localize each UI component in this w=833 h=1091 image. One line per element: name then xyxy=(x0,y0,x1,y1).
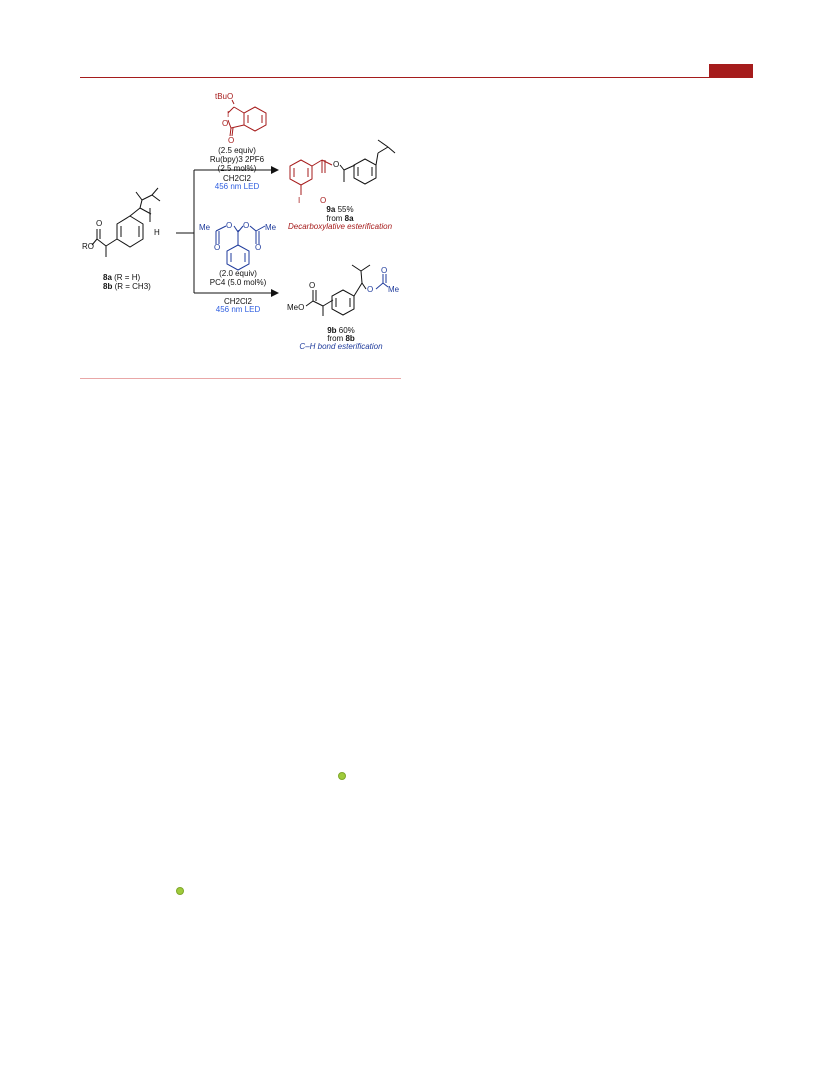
ring-oxygen-label: O xyxy=(222,119,229,128)
reference-bullet-icon[interactable] xyxy=(176,887,184,895)
product-9b-from-compound: 8b xyxy=(345,334,355,343)
product-9b-yield: 9b 60% xyxy=(327,326,355,336)
top-reagent-structure xyxy=(227,99,267,137)
top-solvent: CH2Cl2 xyxy=(222,174,252,183)
carbonyl-oxygen-label: O xyxy=(228,136,235,145)
compound-8b-label: 8b (R = CH3) xyxy=(103,282,151,292)
product-9b-acetyl-oxygen-label: O xyxy=(381,266,388,275)
acetate-me-left-label: Me xyxy=(199,223,211,232)
product-9b-me-label: Me xyxy=(388,285,400,294)
bottom-iodine-label: I xyxy=(237,229,240,238)
acetate-oxygen-right-label: O xyxy=(243,221,250,230)
sm-carbonyl-oxygen-label: O xyxy=(96,219,103,228)
product-9a-from: from xyxy=(326,214,343,223)
bottom-reagent-equiv: (2.0 equiv) xyxy=(219,269,257,278)
bottom-light-source: 456 nm LED xyxy=(215,305,261,314)
product-9b-ester-oxygen-label: O xyxy=(367,285,374,294)
figure-bottom-rule xyxy=(80,378,401,379)
product-9a-carbonyl-oxygen-label: O xyxy=(320,196,327,205)
iodine-label: I xyxy=(227,110,230,119)
product-9a-from-compound: 8a xyxy=(344,214,354,223)
product-9b-carbonyl-oxygen-label: O xyxy=(309,281,316,290)
product-9b-structure xyxy=(305,264,389,316)
top-reagent-equiv: (2.5 equiv) xyxy=(218,146,256,155)
page-corner-tab xyxy=(709,64,753,78)
compound-8a-r: (R = H) xyxy=(114,273,141,282)
bottom-solvent: CH2Cl2 xyxy=(223,297,253,306)
product-9b-source: from 8b xyxy=(327,334,355,344)
reference-bullet-icon[interactable] xyxy=(338,772,346,780)
product-9a-iodine-label: I xyxy=(298,196,301,205)
product-9b-id: 9b xyxy=(327,326,337,335)
acetate-me-right-label: Me xyxy=(265,223,277,232)
compound-8b-r: (R = CH3) xyxy=(114,282,151,291)
product-9a-yield: 9a 55% xyxy=(326,205,353,215)
product-9a-ester-oxygen-label: O xyxy=(333,160,340,169)
top-light-source: 456 nm LED xyxy=(214,182,260,191)
bottom-catalyst: PC4 (5.0 mol%) xyxy=(209,278,267,287)
product-9a-reaction-type: Decarboxylative esterification xyxy=(287,222,393,231)
product-9a-source: from 8a xyxy=(326,214,353,224)
h-label: H xyxy=(154,228,160,237)
reaction-arrows xyxy=(176,166,279,297)
compound-8a-id: 8a xyxy=(103,273,112,282)
product-9a-yield-value: 55% xyxy=(337,205,354,214)
acetate-oxygen-left-label: O xyxy=(226,221,233,230)
starting-material-structure xyxy=(91,187,161,257)
compound-8b-id: 8b xyxy=(103,282,113,291)
tbuo-label: tBuO xyxy=(215,92,234,101)
product-9b-from: from xyxy=(327,334,344,343)
top-catalyst-loading: (2.5 mol%) xyxy=(217,164,257,173)
ro-label: RO xyxy=(82,242,94,251)
product-9b-reaction-type: C–H bond esterification xyxy=(299,342,383,351)
product-9a-structure xyxy=(289,139,396,195)
compound-8a-label: 8a (R = H) xyxy=(103,273,140,283)
acetate-carbonyl-right-label: O xyxy=(255,243,262,252)
bottom-reagent-structure xyxy=(215,225,266,271)
product-9b-meo-label: MeO xyxy=(287,303,305,312)
header-rule xyxy=(80,77,753,78)
acetate-carbonyl-left-label: O xyxy=(214,243,221,252)
product-9b-yield-value: 60% xyxy=(338,326,355,335)
top-catalyst: Ru(bpy)3 2PF6 xyxy=(209,155,265,164)
product-9a-id: 9a xyxy=(326,205,336,214)
